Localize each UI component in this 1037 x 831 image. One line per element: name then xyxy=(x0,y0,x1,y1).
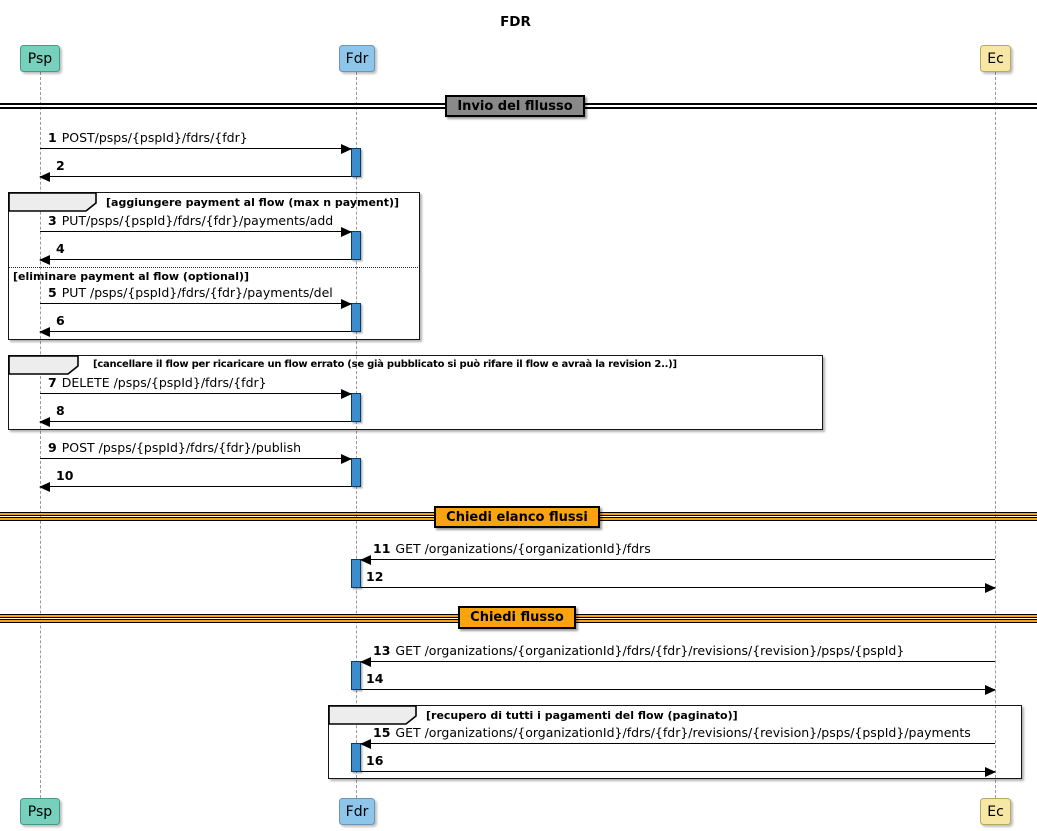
divider-invio-del-flusso: Invio del fllusso xyxy=(445,95,585,117)
arrowhead-left xyxy=(39,171,50,182)
activation-bar xyxy=(351,559,361,588)
activation-bar xyxy=(351,393,361,422)
arrowhead-right xyxy=(985,766,996,777)
participant-psp-top: Psp xyxy=(20,45,60,72)
loop-header-shape xyxy=(8,192,97,212)
arrowhead-right xyxy=(341,298,352,309)
lifeline-ec xyxy=(995,72,996,798)
diagram-title: FDR xyxy=(500,14,531,30)
loop-header-shape xyxy=(328,705,417,725)
message-14: 14 xyxy=(361,671,996,695)
alt-guard: [cancellare il flow per ricaricare un fl… xyxy=(93,359,677,370)
lifeline-fdr xyxy=(356,72,357,798)
arrowhead-right xyxy=(985,684,996,695)
arrowhead-left xyxy=(360,554,371,565)
participant-psp-bottom: Psp xyxy=(20,798,60,825)
activation-bar xyxy=(351,303,361,332)
arrowhead-left xyxy=(39,416,50,427)
lifeline-psp xyxy=(40,72,41,798)
loop-frame-get-payments: loop [recupero di tutti i pagamenti del … xyxy=(328,705,1022,779)
participant-fdr-top: Fdr xyxy=(339,45,375,72)
arrowhead-left xyxy=(39,326,50,337)
alt-frame-delete: alt [cancellare il flow per ricaricare u… xyxy=(8,355,823,430)
activation-bar xyxy=(351,458,361,487)
participant-ec-top: Ec xyxy=(980,45,1011,72)
loop-guard: [aggiungere payment al flow (max n payme… xyxy=(106,196,400,209)
loop-guard: [recupero di tutti i pagamenti del flow … xyxy=(426,709,738,722)
divider-chiedi-elenco-flussi: Chiedi elanco flussi xyxy=(434,506,600,528)
arrowhead-right xyxy=(341,388,352,399)
arrowhead-right xyxy=(985,582,996,593)
message-16: 16 xyxy=(361,753,996,777)
participant-fdr-bottom: Fdr xyxy=(339,798,375,825)
message-8: 8 xyxy=(39,403,351,427)
message-6: 6 xyxy=(39,313,351,337)
arrowhead-right xyxy=(341,226,352,237)
activation-bar xyxy=(351,661,361,690)
arrowhead-right xyxy=(341,453,352,464)
arrowhead-right xyxy=(341,143,352,154)
loop-frame-payments: loop [aggiungere payment al flow (max n … xyxy=(8,192,420,340)
activation-bar xyxy=(351,148,361,177)
arrowhead-left xyxy=(360,656,371,667)
message-2: 2 xyxy=(39,158,351,182)
loop-section-label: [eliminare payment al flow (optional)] xyxy=(13,270,250,283)
arrowhead-left xyxy=(39,254,50,265)
message-10: 10 xyxy=(39,468,351,492)
divider-chiedi-flusso: Chiedi flusso xyxy=(458,606,576,629)
arrowhead-left xyxy=(39,481,50,492)
loop-section-separator xyxy=(8,267,418,268)
activation-bar xyxy=(351,231,361,260)
message-12: 12 xyxy=(361,569,996,593)
alt-header-shape xyxy=(8,355,79,375)
activation-bar xyxy=(351,743,361,772)
arrowhead-left xyxy=(360,738,371,749)
participant-ec-bottom: Ec xyxy=(980,798,1011,825)
message-4: 4 xyxy=(39,241,351,265)
